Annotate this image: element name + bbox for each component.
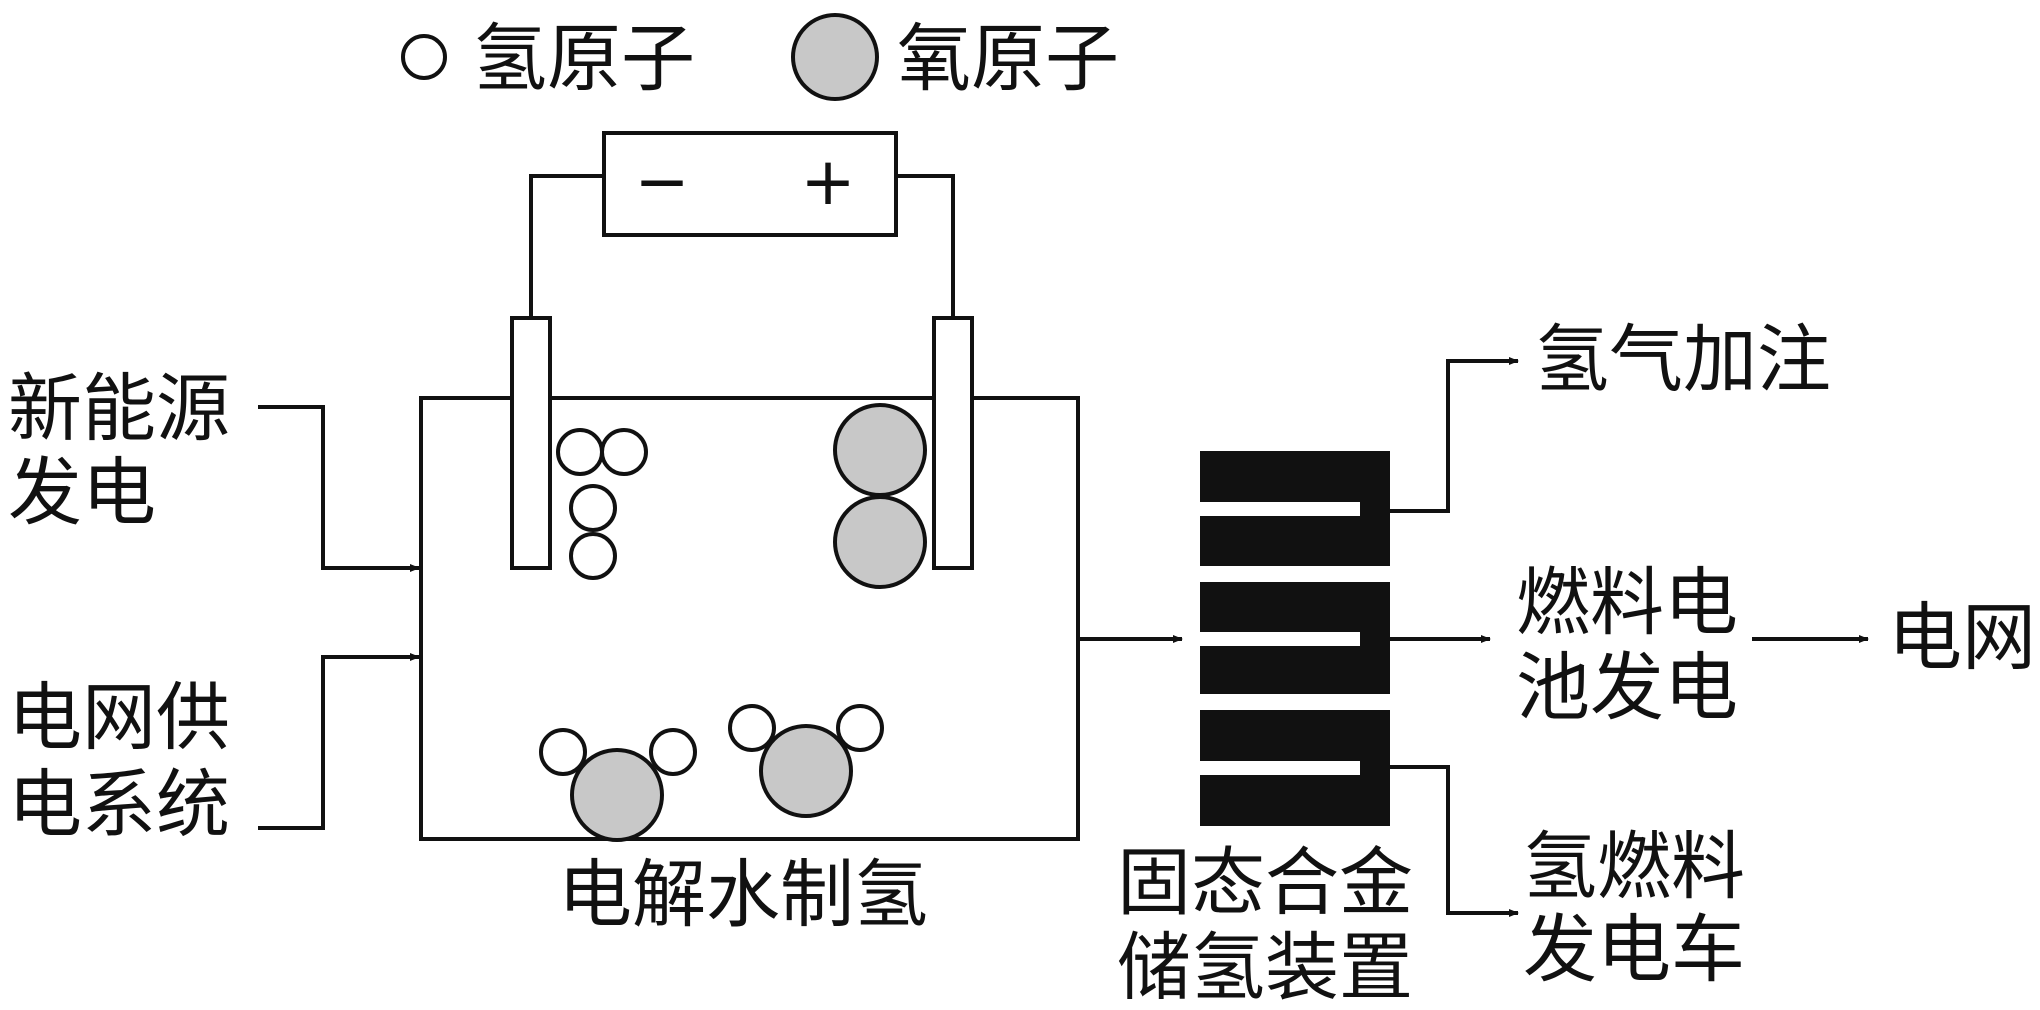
- renewable-label-line2: 发电: [8, 450, 156, 536]
- battery-icon: [602, 131, 898, 237]
- fuel-cell-label-line1: 燃料电: [1516, 560, 1738, 646]
- hydrogen-atom-icon: [836, 704, 884, 752]
- storage-plate-icon: [1200, 582, 1390, 694]
- hydrogen-atom-icon: [600, 428, 648, 476]
- electrolysis-tank: [419, 396, 1080, 841]
- hydrogen-atom-icon: [569, 532, 617, 580]
- cathode-electrode: [510, 316, 552, 570]
- wire-negative: [529, 174, 604, 318]
- vehicle-label-line1: 氢燃料: [1523, 824, 1745, 910]
- storage-plate-icon: [1200, 451, 1390, 566]
- battery-negative-sign: −: [634, 143, 689, 220]
- storage-plate-icon: [1200, 710, 1390, 826]
- electrolyzer-label: 电解水制氢: [558, 852, 928, 938]
- vehicle-arrow: [1390, 765, 1519, 917]
- oxygen-atom-icon: [759, 724, 853, 818]
- power-source: − +: [529, 131, 955, 318]
- storage-label-line2: 储氢装置: [1117, 925, 1413, 1010]
- hydrogen-atom-icon: [728, 704, 776, 752]
- legend: 氢原子 氧原子: [401, 13, 1119, 102]
- storage-label-line1: 固态合金: [1117, 840, 1413, 926]
- grid-label: 电网: [1888, 595, 2036, 681]
- legend-oxygen-atom-icon: [791, 13, 879, 101]
- vehicle-label-line2: 发电车: [1523, 907, 1745, 993]
- hydrogen-atom-icon: [569, 484, 617, 532]
- oxygen-atom-icon: [833, 403, 927, 497]
- electrolyzer: 电解水制氢: [419, 316, 1080, 938]
- inputs: 新能源 发电 电网供 电系统: [8, 366, 420, 848]
- grid-supply-label-line1: 电网供: [8, 675, 230, 761]
- legend-hydrogen-label: 氢原子: [473, 16, 695, 102]
- hydrogen-atom-icon: [649, 728, 697, 776]
- legend-oxygen-label: 氧原子: [897, 16, 1119, 102]
- grid-supply-arrow: [258, 653, 420, 830]
- grid-supply-label-line2: 电系统: [8, 762, 230, 848]
- refuel-arrow: [1390, 357, 1519, 513]
- wire-positive: [896, 174, 955, 318]
- renewable-label-line1: 新能源: [8, 366, 230, 452]
- legend-hydrogen-atom-icon: [401, 34, 447, 80]
- anode-electrode: [932, 316, 974, 570]
- storage-device: 固态合金 储氢装置: [1117, 451, 1413, 1010]
- battery-positive-sign: +: [800, 143, 855, 220]
- oxygen-atom-icon: [570, 748, 664, 842]
- hydrogen-refuel-label: 氢气加注: [1535, 317, 1831, 403]
- oxygen-atom-icon: [833, 495, 927, 589]
- hydrogen-atom-icon: [556, 428, 604, 476]
- renewable-arrow: [258, 405, 420, 572]
- hydrogen-atom-icon: [539, 728, 587, 776]
- outputs: 氢气加注 燃料电 池发电 电网 氢燃料 发电车: [1390, 317, 2036, 993]
- fuel-cell-label-line2: 池发电: [1516, 645, 1738, 731]
